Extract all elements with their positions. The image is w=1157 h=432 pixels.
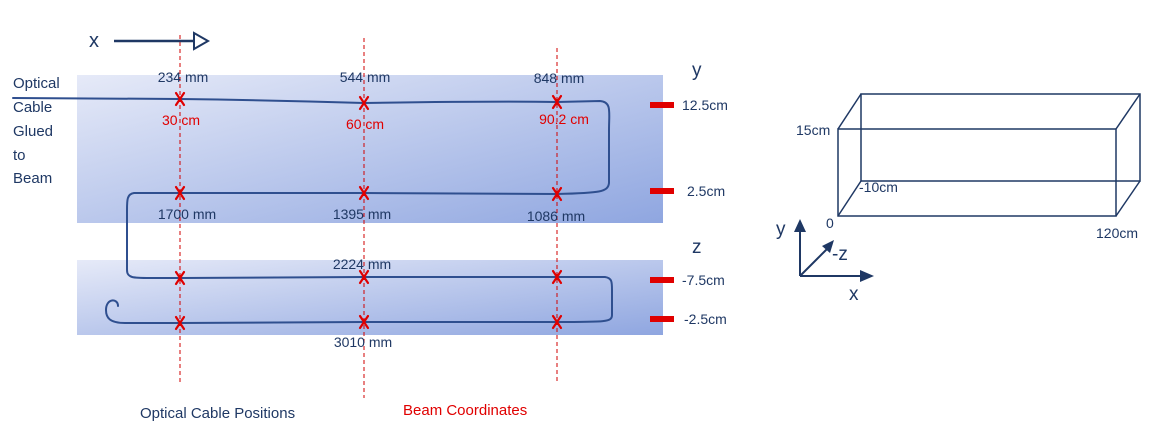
x-marker-icon	[174, 91, 186, 107]
position-label-1395: 1395 mm	[333, 206, 391, 222]
level-label-2-5: 2.5cm	[687, 183, 725, 199]
x-marker-icon	[551, 186, 563, 202]
beam-3d-box	[837, 93, 1141, 217]
box-edge-tr	[1115, 93, 1141, 130]
x-axis-label: x	[89, 30, 99, 52]
level-label-minus-2-5: -2.5cm	[684, 311, 727, 327]
position-label-2224: 2224 mm	[333, 256, 391, 272]
axis-z-arrow-icon	[822, 240, 834, 253]
side-label-line-2: Cable	[13, 99, 52, 116]
marker-group	[174, 91, 563, 331]
box-edge-bl	[837, 180, 862, 217]
x-marker-icon	[174, 185, 186, 201]
side-label-line-3: Glued	[13, 123, 53, 140]
x-marker-icon	[358, 314, 370, 330]
axis-y-arrow-icon	[794, 219, 806, 232]
x-marker-icon	[358, 269, 370, 285]
axis-minus-z-label: -z	[832, 244, 848, 265]
box-height-label: 15cm	[796, 122, 830, 138]
axis-x-label: x	[849, 284, 859, 305]
x-marker-icon	[174, 315, 186, 331]
side-label-line-4: to	[13, 147, 26, 164]
axis-triad	[799, 228, 862, 277]
box-depth-label: -10cm	[859, 179, 898, 195]
axis-x-arrow-icon	[860, 270, 874, 282]
box-edge-tl	[837, 93, 862, 130]
x-axis-arrow-head-icon	[193, 31, 211, 51]
beam-coord-30: 30 cm	[162, 112, 200, 128]
box-length-label: 120cm	[1096, 225, 1138, 241]
axis-y-label: y	[776, 219, 786, 240]
side-label-line-5: Beam	[13, 170, 52, 187]
position-label-1086: 1086 mm	[527, 208, 585, 224]
position-label-1700: 1700 mm	[158, 206, 216, 222]
level-dash-12-5	[650, 102, 674, 108]
optical-cable	[12, 97, 613, 324]
footer-optical-cable-positions: Optical Cable Positions	[140, 405, 295, 422]
position-label-544: 544 mm	[340, 69, 391, 85]
level-dash-minus-7-5	[650, 277, 674, 283]
box-origin-label: 0	[826, 215, 834, 231]
level-dash-minus-2-5	[650, 316, 674, 322]
x-marker-icon	[358, 185, 370, 201]
panel-y-label: y	[692, 60, 702, 81]
box-edge-br	[1115, 180, 1141, 217]
beam-coord-60: 60 cm	[346, 116, 384, 132]
panel-z-label: z	[692, 237, 702, 258]
box-back-face	[860, 93, 1141, 182]
beam-coord-90-2: 90.2 cm	[539, 111, 589, 127]
x-marker-icon	[551, 269, 563, 285]
x-marker-icon	[174, 270, 186, 286]
level-dash-2-5	[650, 188, 674, 194]
side-label-line-1: Optical	[13, 75, 60, 92]
level-label-12-5: 12.5cm	[682, 97, 728, 113]
x-marker-icon	[358, 95, 370, 111]
position-label-848: 848 mm	[534, 70, 585, 86]
level-label-minus-7-5: -7.5cm	[682, 272, 725, 288]
position-label-234: 234 mm	[158, 69, 209, 85]
x-marker-icon	[551, 314, 563, 330]
axis-z-line	[799, 247, 829, 277]
x-marker-icon	[551, 94, 563, 110]
beam-panel-top	[77, 75, 663, 223]
position-label-3010: 3010 mm	[334, 334, 392, 350]
footer-beam-coordinates: Beam Coordinates	[403, 402, 527, 419]
box-front-face	[837, 128, 1117, 217]
